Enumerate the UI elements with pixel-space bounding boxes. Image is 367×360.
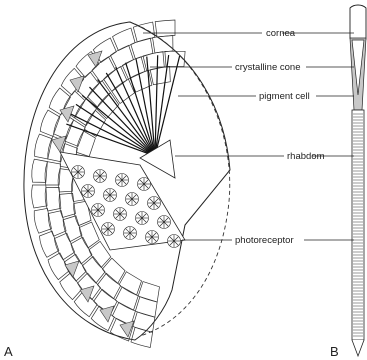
- label-crystalline-cone: crystalline cone: [235, 62, 300, 73]
- label-cornea: cornea: [266, 28, 296, 39]
- compound-eye-section: [24, 20, 230, 347]
- single-ommatidium: [350, 5, 366, 356]
- panel-label-b: B: [330, 344, 339, 359]
- label-pigment-cell: pigment cell: [259, 91, 310, 102]
- label-photoreceptor: photoreceptor: [235, 235, 294, 246]
- label-rhabdom: rhabdom: [287, 151, 325, 162]
- panel-label-a: A: [4, 344, 13, 359]
